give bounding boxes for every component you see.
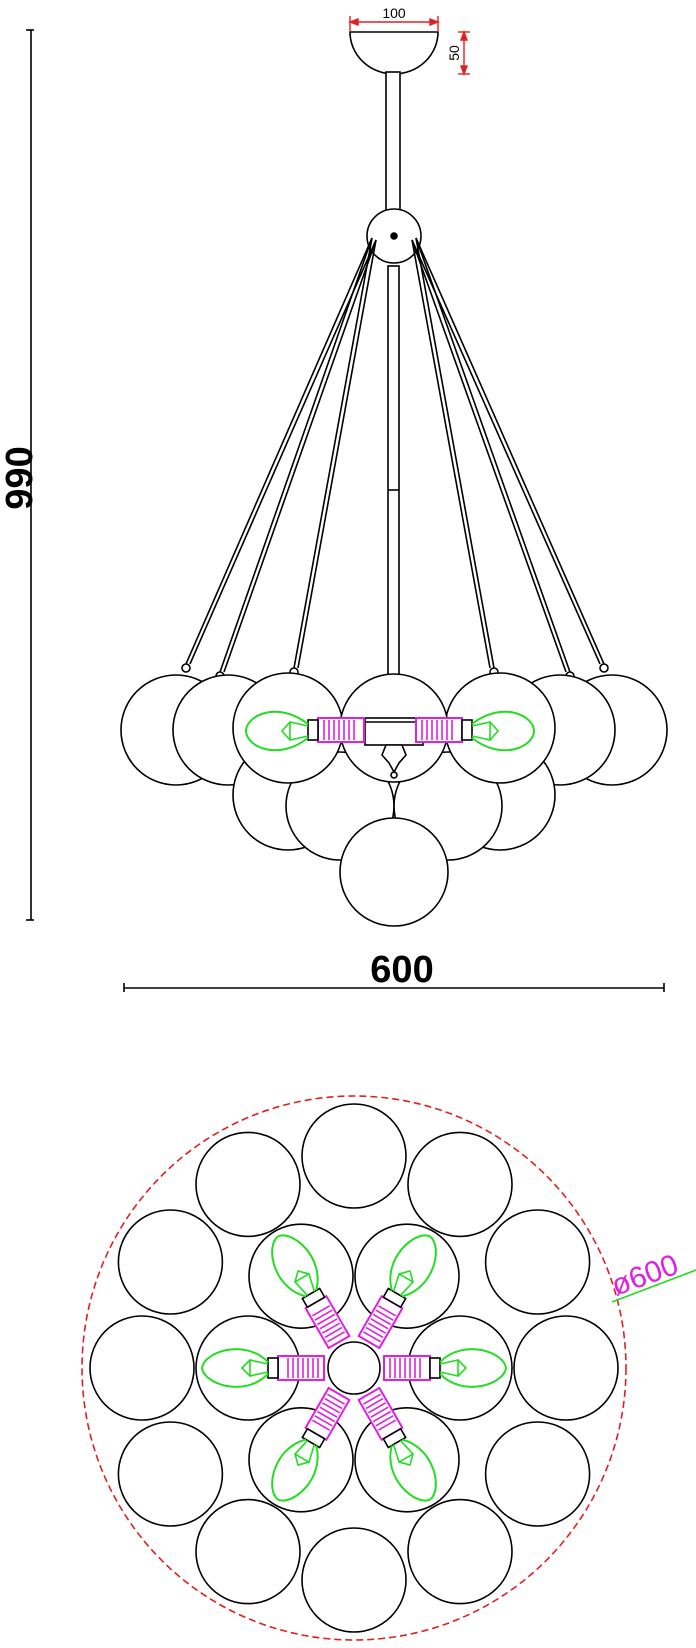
- filament: [293, 1439, 316, 1466]
- filament: [240, 1359, 269, 1377]
- bulb: [389, 1234, 437, 1298]
- height-dimension-label: 990: [0, 446, 41, 509]
- ceiling-canopy: [349, 31, 439, 75]
- cable: [411, 239, 601, 665]
- width-dimension-label: 600: [370, 949, 433, 991]
- plan-globe-outer: [195, 1498, 301, 1605]
- plan-center-hub: [327, 1341, 381, 1395]
- plan-view: [81, 1095, 627, 1641]
- socket: [383, 1355, 431, 1381]
- socket-collar: [382, 1287, 407, 1309]
- plan-bulb-assembly: [271, 1234, 351, 1350]
- plan-globe-outer: [89, 1315, 195, 1421]
- plan-globe-outer: [117, 1209, 224, 1315]
- socket-collar: [301, 1287, 326, 1309]
- elevation-view: [120, 31, 668, 927]
- plan-bulb-assembly: [357, 1234, 437, 1350]
- cable: [219, 237, 373, 673]
- canopy-width-label: 100: [382, 5, 406, 21]
- plan-bulb-assembly: [200, 1348, 325, 1388]
- plan-globe-outer: [117, 1421, 224, 1527]
- bulb: [271, 1234, 319, 1298]
- cable: [189, 239, 377, 665]
- socket-collar: [301, 1427, 326, 1449]
- filament: [280, 721, 309, 741]
- bulb: [200, 1348, 269, 1388]
- canopy-dimensions: [348, 16, 470, 76]
- upper-stem: [385, 71, 401, 215]
- plan-globe-outer: [513, 1315, 619, 1421]
- socket-collar: [267, 1357, 279, 1379]
- cable: [415, 237, 495, 669]
- plan-globe-outer: [407, 1498, 513, 1605]
- cable-hook: [181, 663, 191, 673]
- plan-globe-outer: [484, 1209, 591, 1315]
- bulb: [439, 1348, 508, 1388]
- plan-globe-outer: [301, 1103, 407, 1209]
- height-dimension: [26, 29, 34, 921]
- filament: [392, 1270, 415, 1297]
- plan-globe-inner: [354, 1406, 460, 1513]
- filament: [293, 1270, 316, 1297]
- plan-globe-outer: [301, 1527, 407, 1633]
- plan-globe-inner: [248, 1406, 354, 1513]
- plan-globes: [89, 1103, 619, 1633]
- socket-collar: [382, 1427, 407, 1449]
- filament: [471, 721, 500, 741]
- cable: [415, 237, 571, 673]
- plan-diameter-label: ø600: [607, 1248, 683, 1302]
- width-dimension: [123, 983, 665, 992]
- plan-globe-outer: [484, 1421, 591, 1527]
- plan-outline-dashed: [81, 1095, 627, 1641]
- socket: [307, 717, 365, 743]
- filament: [392, 1439, 415, 1466]
- plan-globe-outer: [407, 1131, 513, 1238]
- central-rod: [387, 265, 400, 681]
- plan-globe-inner: [354, 1223, 460, 1330]
- plan-globe-inner: [248, 1223, 354, 1330]
- bulb: [389, 1438, 437, 1502]
- cable: [297, 239, 377, 669]
- globe: [339, 817, 449, 927]
- plan-bulb-assembly: [357, 1386, 437, 1502]
- cable: [293, 237, 373, 669]
- socket-collar: [429, 1357, 441, 1379]
- plan-bulbs: [200, 1234, 508, 1502]
- bulb: [244, 710, 309, 752]
- glass-globes: [120, 672, 668, 927]
- socket: [277, 1355, 325, 1381]
- plan-diameter-leader: [611, 1269, 696, 1303]
- cable-hook: [599, 663, 609, 673]
- bottom-finial: [381, 744, 407, 774]
- bulb: [471, 710, 536, 752]
- canopy-height-label: 50: [446, 45, 462, 61]
- plan-globe-outer: [195, 1131, 301, 1238]
- cable: [411, 239, 567, 673]
- cable: [223, 239, 377, 673]
- cable: [411, 239, 491, 669]
- elevation-bulbs: [244, 710, 536, 752]
- plan-bulb-assembly: [271, 1386, 351, 1502]
- filament: [439, 1359, 468, 1377]
- socket: [415, 717, 473, 743]
- plan-bulb-assembly: [383, 1348, 508, 1388]
- cable: [185, 237, 373, 665]
- cable: [415, 237, 605, 665]
- bulb: [271, 1438, 319, 1502]
